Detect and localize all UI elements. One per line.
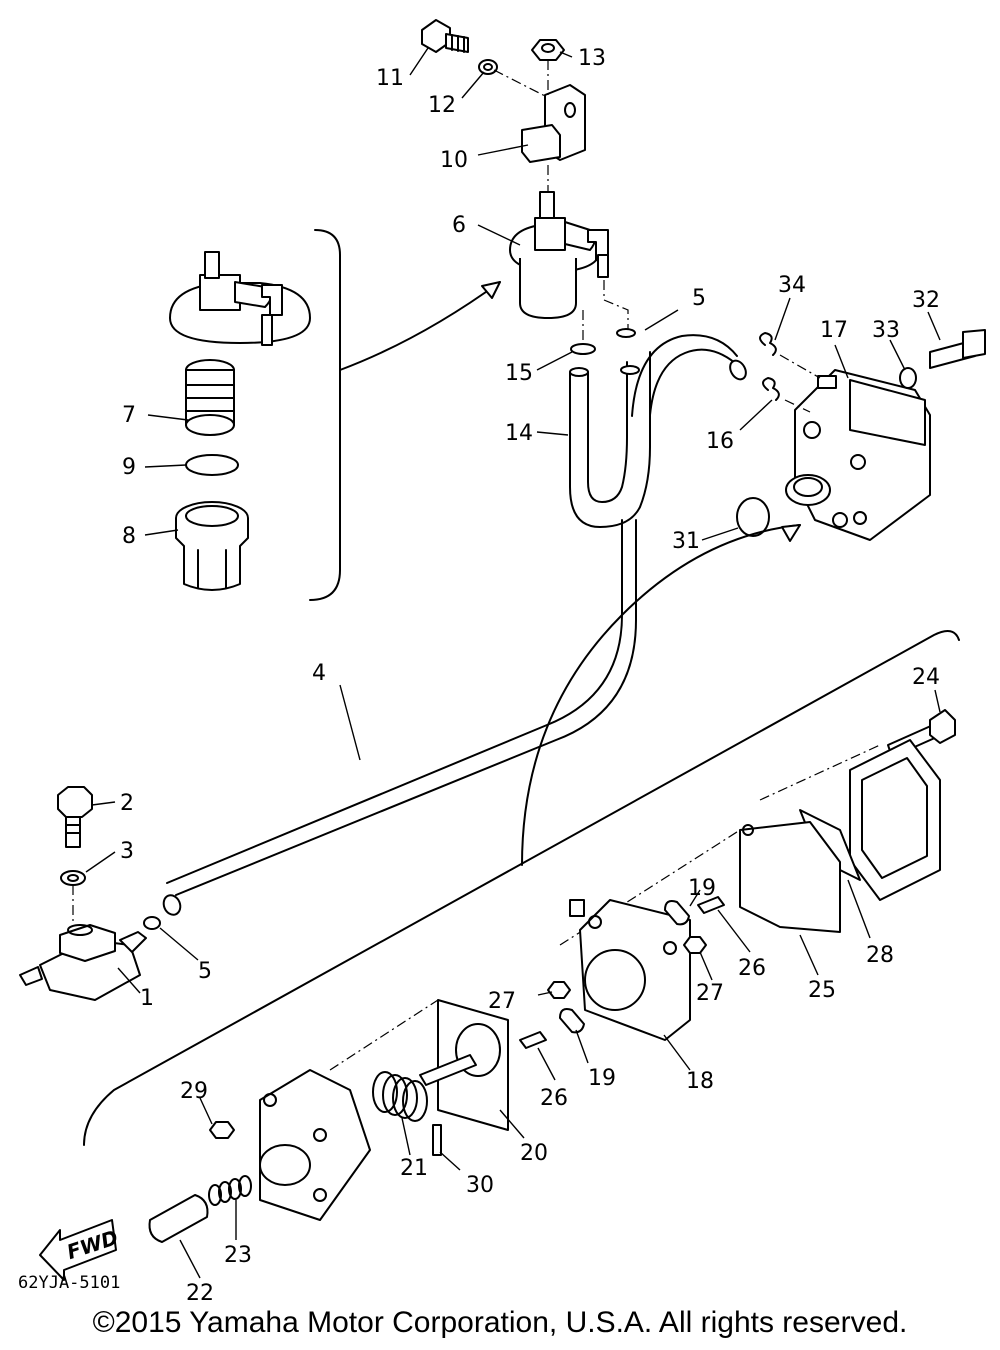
clip-5-lower xyxy=(143,916,161,930)
clip-15 xyxy=(570,343,596,355)
callout-24: 24 xyxy=(912,665,940,690)
callout-25: 25 xyxy=(808,978,836,1003)
callout-30: 30 xyxy=(466,1173,494,1198)
bracket-10 xyxy=(521,84,586,163)
pump-body-18 xyxy=(569,899,691,1041)
plunger-22 xyxy=(148,1194,209,1243)
screw-26-upper xyxy=(697,896,725,914)
callout-27-lower: 27 xyxy=(488,989,516,1014)
bolt-32 xyxy=(929,329,986,369)
filter-cup-8 xyxy=(175,501,249,591)
filter-bracket-assembly xyxy=(421,19,586,192)
callout-33: 33 xyxy=(872,318,900,343)
o-ring-31 xyxy=(736,497,770,537)
callout-1: 1 xyxy=(140,986,154,1011)
copyright-notice: ©2015 Yamaha Motor Corporation, U.S.A. A… xyxy=(92,1306,908,1339)
callout-12: 12 xyxy=(428,93,456,118)
pump-cover-17 xyxy=(785,369,931,541)
callout-29: 29 xyxy=(180,1079,208,1104)
callout-22: 22 xyxy=(186,1281,214,1300)
gasket-25 xyxy=(739,821,841,933)
nut-29 xyxy=(209,1121,235,1139)
callout-numbers: 11 12 13 10 6 7 9 8 5 15 14 34 17 33 32 … xyxy=(120,46,940,1300)
callout-19-upper: 19 xyxy=(688,876,716,901)
spring-21 xyxy=(372,1071,428,1122)
callout-26-upper: 26 xyxy=(738,956,766,981)
washer-12 xyxy=(478,59,498,75)
exploded-filter-group xyxy=(169,229,501,601)
callout-13: 13 xyxy=(578,46,606,71)
callout-2: 2 xyxy=(120,791,134,816)
bolt-11 xyxy=(421,19,469,53)
callout-23: 23 xyxy=(224,1243,252,1268)
bolt-2 xyxy=(57,786,93,848)
callout-20: 20 xyxy=(520,1141,548,1166)
callout-8: 8 xyxy=(122,524,136,549)
callout-5-upper: 5 xyxy=(692,286,706,311)
pump-cover-28 xyxy=(799,739,941,901)
washer-3 xyxy=(60,870,86,886)
callout-27-upper: 27 xyxy=(696,981,724,1006)
diaphragm-20 xyxy=(419,999,509,1131)
clip-5-upper xyxy=(616,328,636,338)
nut-27-upper xyxy=(683,936,707,954)
callout-4: 4 xyxy=(312,661,326,686)
callout-5-lower: 5 xyxy=(198,959,212,984)
screw-26-lower xyxy=(519,1031,547,1049)
callout-18: 18 xyxy=(686,1069,714,1094)
callout-9: 9 xyxy=(122,455,136,480)
washer-33 xyxy=(899,367,917,389)
valve-19-lower xyxy=(559,1008,585,1034)
fuel-filter-6 xyxy=(509,191,609,319)
callout-14: 14 xyxy=(505,421,533,446)
callout-34: 34 xyxy=(778,273,806,298)
nut-13 xyxy=(531,39,565,61)
hose-4 xyxy=(162,519,637,916)
callout-17: 17 xyxy=(820,318,848,343)
callout-7: 7 xyxy=(122,403,136,428)
callout-26-lower: 26 xyxy=(540,1086,568,1111)
callout-15: 15 xyxy=(505,361,533,386)
hose-14 xyxy=(569,334,747,528)
pin-30 xyxy=(432,1124,442,1156)
filter-element-7 xyxy=(185,359,235,436)
clips-16-34 xyxy=(759,332,837,401)
spring-23 xyxy=(208,1175,252,1206)
fwd-arrow-icon: FWD xyxy=(39,1219,121,1281)
callout-11: 11 xyxy=(376,66,404,91)
nut-27-lower xyxy=(547,981,571,999)
pump-base xyxy=(259,1069,371,1221)
valve-19-upper xyxy=(664,900,690,926)
parts-diagram: FWD xyxy=(18,19,986,1300)
callout-10: 10 xyxy=(440,148,468,173)
fuel-joint-1 xyxy=(19,924,147,1001)
callout-19-lower: 19 xyxy=(588,1066,616,1091)
callout-3: 3 xyxy=(120,839,134,864)
callout-16: 16 xyxy=(706,429,734,454)
leader-lines xyxy=(85,47,941,1279)
callout-6: 6 xyxy=(452,213,466,238)
o-ring-9 xyxy=(185,454,239,476)
callout-28: 28 xyxy=(866,943,894,968)
diagram-code: 62YJA-5101 xyxy=(18,1273,120,1293)
callout-32: 32 xyxy=(912,288,940,313)
callout-21: 21 xyxy=(400,1156,428,1181)
callout-31: 31 xyxy=(672,529,700,554)
